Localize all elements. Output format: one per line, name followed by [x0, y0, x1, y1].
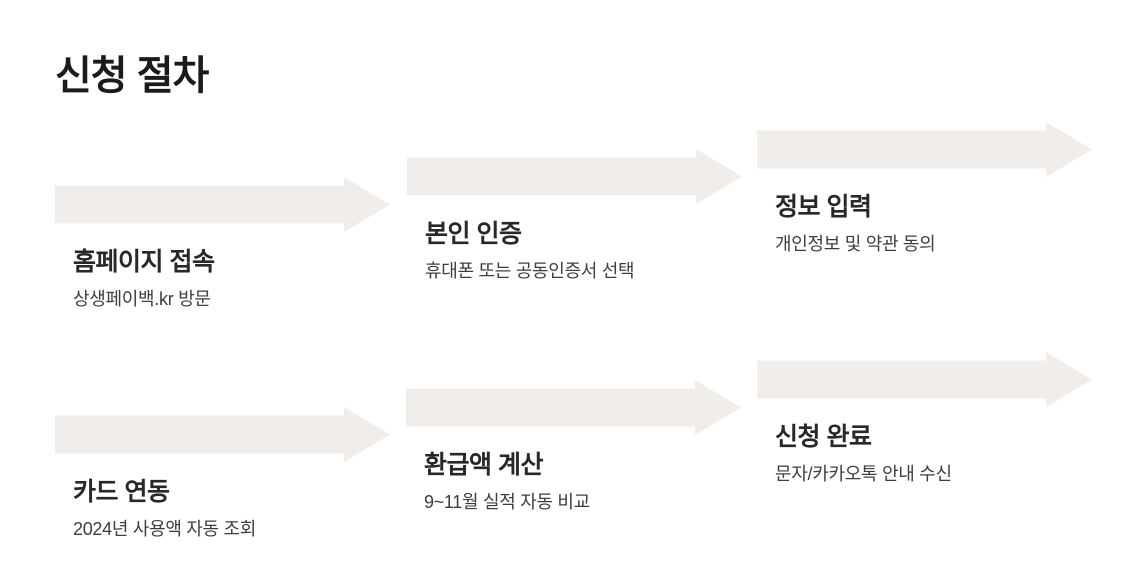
step-description: 개인정보 및 약관 동의: [775, 234, 936, 254]
step-description: 상생페이백.kr 방문: [73, 289, 211, 309]
step-description: 문자/카카오톡 안내 수신: [775, 464, 952, 484]
arrow-right-icon: [757, 352, 1092, 407]
step-title: 카드 연동: [73, 478, 170, 506]
step-information-input: 정보 입력 개인정보 및 약관 동의: [757, 122, 1102, 255]
arrow-right-icon: [407, 149, 742, 204]
step-title: 환급액 계산: [424, 451, 543, 479]
step-title: 정보 입력: [775, 193, 872, 221]
arrow-right-icon: [757, 122, 1092, 177]
step-application-complete: 신청 완료 문자/카카오톡 안내 수신: [757, 352, 1102, 485]
page-title: 신청 절차: [55, 53, 209, 98]
arrow-right-icon: [406, 380, 741, 435]
step-title: 본인 인증: [425, 220, 522, 248]
arrow-right-icon: [55, 177, 390, 232]
step-description: 휴대폰 또는 공동인증서 선택: [425, 261, 635, 281]
step-card-linking: 카드 연동 2024년 사용액 자동 조회: [55, 407, 400, 540]
step-description: 9~11월 실적 자동 비교: [424, 492, 590, 512]
arrow-right-icon: [55, 407, 390, 462]
step-title: 신청 완료: [775, 423, 872, 451]
step-homepage-access: 홈페이지 접속 상생페이백.kr 방문: [55, 177, 400, 310]
step-description: 2024년 사용액 자동 조회: [73, 519, 257, 539]
step-identity-verification: 본인 인증 휴대폰 또는 공동인증서 선택: [407, 149, 752, 282]
step-title: 홈페이지 접속: [73, 248, 215, 276]
step-refund-calculation: 환급액 계산 9~11월 실적 자동 비교: [406, 380, 751, 513]
